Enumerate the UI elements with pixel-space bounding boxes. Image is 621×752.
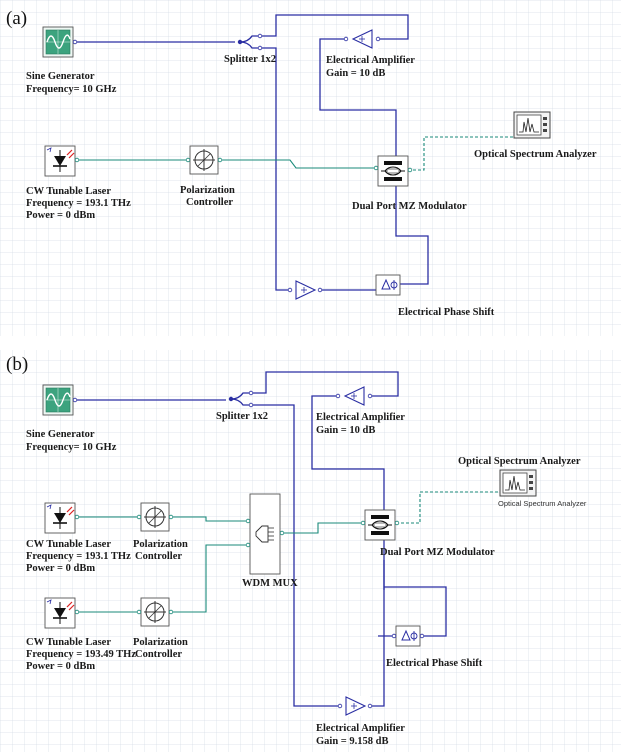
- wire-pc2-to-mux: [170, 544, 248, 613]
- laser-icon[interactable]: [44, 145, 76, 177]
- laser-1-icon[interactable]: [44, 502, 76, 534]
- amplifier-label-b: Electrical Amplifier: [316, 412, 405, 423]
- wire-splitter-to-amp-b: [253, 371, 399, 397]
- amplifier-icon[interactable]: [347, 28, 379, 50]
- polarization-controller-icon[interactable]: [189, 145, 219, 175]
- wire-splitter-to-amp2-b: [253, 404, 340, 707]
- phase-shift-icon[interactable]: [375, 274, 401, 296]
- laser-title-label: CW Tunable Laser: [26, 186, 111, 197]
- phase-shift-label-b: Electrical Phase Shift: [386, 658, 483, 669]
- panel-a-letter: (a): [6, 8, 27, 29]
- wire-pc-to-mzm: [218, 159, 378, 169]
- amplifier2-gain-label-b: Gain = 9.158 dB: [316, 736, 389, 747]
- mz-modulator-icon[interactable]: [377, 155, 409, 187]
- sine-frequency-label-b: Frequency= 10 GHz: [26, 442, 117, 453]
- laser-2-icon[interactable]: [44, 597, 76, 629]
- wire-mzm-to-osa: [408, 129, 517, 171]
- wire-phase-to-mzm: [395, 186, 429, 285]
- amplifier-icon-b[interactable]: [339, 385, 371, 407]
- wire-pc1-to-mux: [170, 516, 248, 522]
- pc2-label-line2: Controller: [135, 649, 182, 660]
- laser2-power-label: Power = 0 dBm: [26, 661, 95, 672]
- wdm-mux-icon[interactable]: [245, 493, 285, 575]
- laser2-frequency-label: Frequency = 193.49 THz: [26, 649, 136, 660]
- phase-shift-icon-b[interactable]: [395, 625, 421, 647]
- amplifier-2-icon[interactable]: [289, 279, 321, 301]
- mzm-label-b: Dual Port MZ Modulator: [380, 547, 495, 558]
- amplifier-gain-label-b: Gain = 10 dB: [316, 425, 375, 436]
- mzm-label: Dual Port MZ Modulator: [352, 201, 467, 212]
- laser-power-label: Power = 0 dBm: [26, 210, 95, 221]
- amplifier2-label-b: Electrical Amplifier: [316, 723, 405, 734]
- osa-icon-b[interactable]: [499, 469, 537, 497]
- sine-generator-label: Sine Generator: [26, 71, 95, 82]
- panel-b: (b) Sine Generator Frequency= 10 GHz Spl…: [6, 354, 587, 747]
- sine-generator-icon[interactable]: [42, 26, 74, 58]
- laser1-title-label: CW Tunable Laser: [26, 539, 111, 550]
- laser1-power-label: Power = 0 dBm: [26, 563, 95, 574]
- wire-amp-to-mzm: [319, 38, 397, 156]
- pc2-label-line1: Polarization: [133, 637, 188, 648]
- pc-label-line2: Controller: [186, 197, 233, 208]
- pc1-label-line1: Polarization: [133, 539, 188, 550]
- osa-label-b: Optical Spectrum Analyzer: [458, 456, 581, 467]
- splitter-label-b: Splitter 1x2: [216, 411, 268, 422]
- pc1-label-line2: Controller: [135, 551, 182, 562]
- osa-label: Optical Spectrum Analyzer: [474, 149, 597, 160]
- sine-generator-label-b: Sine Generator: [26, 429, 95, 440]
- wire-mux-to-mzm: [280, 522, 364, 534]
- laser2-title-label: CW Tunable Laser: [26, 637, 111, 648]
- sine-frequency-label: Frequency= 10 GHz: [26, 84, 117, 95]
- splitter-label: Splitter 1x2: [224, 54, 276, 65]
- wire-amp-to-mzm-b: [311, 395, 385, 512]
- wire-splitter-to-amp2: [262, 47, 290, 291]
- osa-small-label-b: Optical Spectrum Analyzer: [498, 499, 587, 508]
- panel-b-letter: (b): [6, 354, 28, 375]
- osa-icon[interactable]: [513, 111, 551, 139]
- wdm-mux-label: WDM MUX: [242, 578, 298, 589]
- amplifier-label: Electrical Amplifier: [326, 55, 415, 66]
- phase-shift-label: Electrical Phase Shift: [398, 307, 495, 318]
- mz-modulator-icon-b[interactable]: [364, 509, 396, 541]
- polarization-controller-2-icon[interactable]: [140, 597, 170, 627]
- amplifier-gain-label: Gain = 10 dB: [326, 68, 385, 79]
- polarization-controller-1-icon[interactable]: [140, 502, 170, 532]
- panel-a: (a) Sine Generator Frequency= 10 GHz Spl…: [6, 8, 597, 318]
- wire-splitter-to-amp: [262, 14, 409, 40]
- pc-label-line1: Polarization: [180, 185, 235, 196]
- amplifier-2-icon-b[interactable]: [339, 695, 371, 717]
- laser1-frequency-label: Frequency = 193.1 THz: [26, 551, 131, 562]
- wire-mzm-to-osa-b: [396, 491, 500, 524]
- laser-frequency-label: Frequency = 193.1 THz: [26, 198, 131, 209]
- sine-generator-icon-b[interactable]: [42, 384, 74, 416]
